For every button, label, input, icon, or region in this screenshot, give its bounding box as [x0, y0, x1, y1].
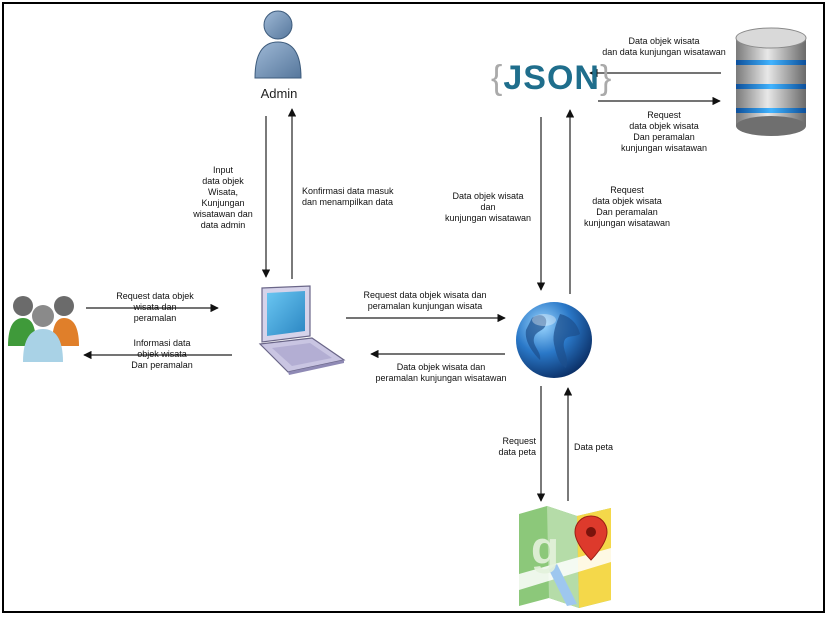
- admin-label: Admin: [260, 86, 298, 101]
- label-db-to-json: Data objek wisata dan data kunjungan wis…: [602, 36, 726, 57]
- label-admin-to-laptop: Input data objek Wisata, Kunjungan wisat…: [193, 165, 253, 230]
- laptop-icon: [258, 285, 346, 375]
- label-globe-to-json: Request data objek wisata Dan peramalan …: [583, 185, 671, 228]
- label-laptop-to-globe: Request data objek wisata dan peramalan …: [363, 290, 487, 311]
- label-maps-to-globe: Data peta: [574, 442, 614, 452]
- json-icon: {JSON}: [491, 55, 611, 101]
- globe-internet-icon: [516, 302, 592, 378]
- label-globe-to-maps: Request data peta: [498, 436, 536, 457]
- label-json-to-globe: Data objek wisata dan kunjungan wisatawa…: [444, 191, 532, 223]
- users-group-icon: [8, 296, 79, 362]
- json-close-brace: }: [599, 59, 613, 97]
- label-globe-to-laptop: Data objek wisata dan peramalan kunjunga…: [375, 362, 507, 383]
- database-icon: [735, 27, 807, 136]
- label-json-to-db: Request data objek wisata Dan peramalan …: [620, 110, 708, 153]
- json-text: JSON: [503, 59, 600, 97]
- label-users-to-laptop: Request data objek wisata dan peramalan: [116, 291, 194, 323]
- svg-text:g: g: [531, 522, 559, 574]
- label-laptop-to-users: Informasi data objek wisata Dan peramala…: [131, 338, 193, 370]
- google-maps-icon: g: [519, 506, 611, 608]
- admin-user-icon: [254, 10, 302, 79]
- json-open-brace: {: [491, 59, 504, 97]
- label-laptop-to-admin: Konfirmasi data masuk dan menampilkan da…: [302, 186, 394, 207]
